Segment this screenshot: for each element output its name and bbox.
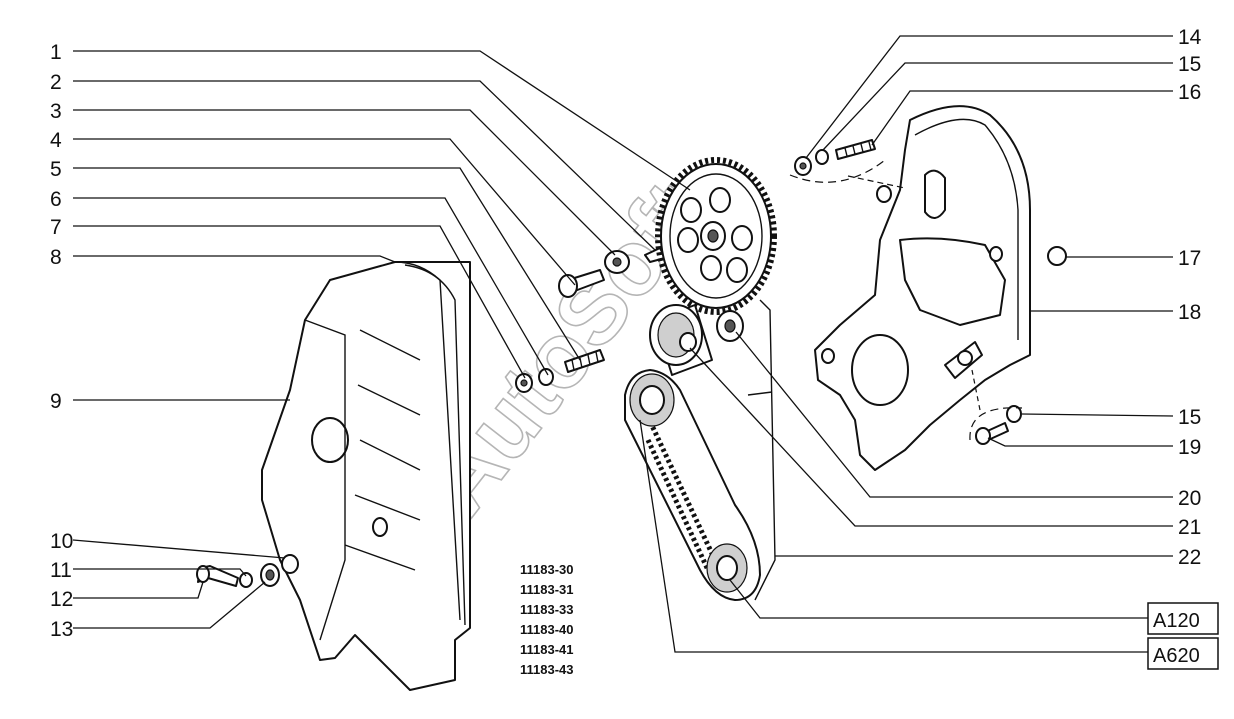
- callout-22: 22: [1178, 546, 1201, 569]
- callout-18: 18: [1178, 301, 1201, 324]
- callout-15-top: 15: [1178, 53, 1201, 76]
- callout-1: 1: [50, 41, 62, 64]
- callout-20: 20: [1178, 487, 1201, 510]
- callout-6: 6: [50, 188, 62, 211]
- part-code-boxes: A120 A620: [1147, 602, 1219, 670]
- leader-lines: [72, 35, 1174, 653]
- ref-code: 11183-30: [520, 562, 574, 577]
- rear-timing-cover: [814, 105, 1031, 471]
- callout-5: 5: [50, 158, 62, 181]
- part-code-box-a120: [1147, 602, 1219, 635]
- callout-labels: 1 2 3 4 5 6 7 8 9 10 11 12 13 14 15 16 1…: [50, 26, 1202, 641]
- part-code-a620: A620: [1153, 645, 1200, 667]
- callout-11: 11: [50, 559, 72, 582]
- camshaft-pulley: [655, 157, 777, 315]
- callout-15-bottom: 15: [1178, 406, 1201, 429]
- callout-13: 13: [50, 618, 73, 641]
- model-reference-codes: 11183-30 11183-31 11183-33 11183-40 1118…: [520, 562, 574, 677]
- ref-code: 11183-40: [520, 622, 574, 637]
- front-cover-fasteners: [196, 554, 299, 588]
- ref-code: 11183-43: [520, 662, 574, 677]
- callout-3: 3: [50, 100, 62, 123]
- rear-cover-fasteners: [789, 139, 1067, 445]
- front-timing-cover: [261, 261, 471, 691]
- tensioner-stud-nut-washer: [515, 349, 605, 393]
- callout-16: 16: [1178, 81, 1201, 104]
- callout-7: 7: [50, 216, 62, 239]
- callout-19: 19: [1178, 436, 1201, 459]
- tensioner-roller: [649, 304, 744, 376]
- callout-10: 10: [50, 530, 73, 553]
- ref-code: 11183-33: [520, 602, 574, 617]
- callout-4: 4: [50, 129, 62, 152]
- callout-8: 8: [50, 246, 62, 269]
- callout-14: 14: [1178, 26, 1202, 49]
- callout-12: 12: [50, 588, 73, 611]
- callout-9: 9: [50, 390, 62, 413]
- callout-17: 17: [1178, 247, 1201, 270]
- camshaft-bolt-and-washer: [558, 250, 630, 298]
- ref-code: 11183-31: [520, 582, 574, 597]
- timing-belt: [624, 299, 776, 601]
- callout-21: 21: [1178, 516, 1201, 539]
- ref-code: 11183-41: [520, 642, 574, 657]
- part-code-a120: A120: [1153, 610, 1200, 632]
- part-code-box-a620: [1147, 637, 1219, 670]
- callout-2: 2: [50, 71, 62, 94]
